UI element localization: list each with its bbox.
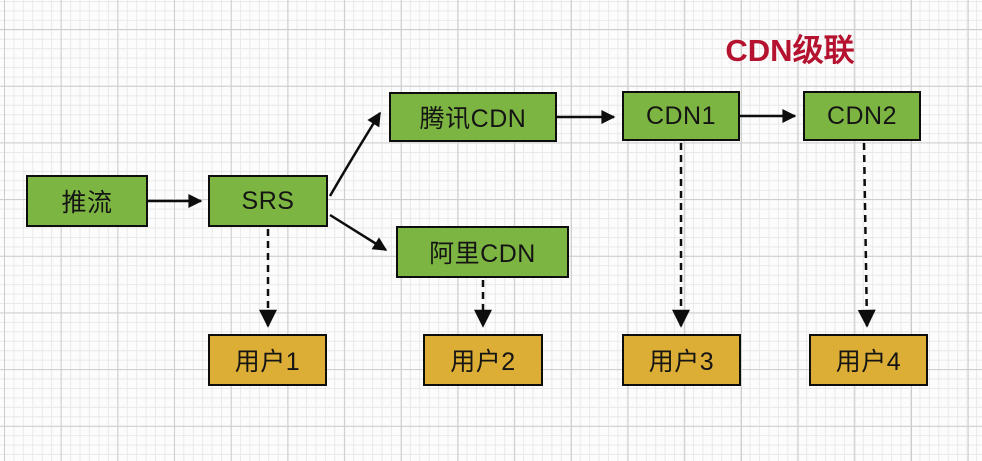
node-srs-label: SRS	[241, 186, 295, 215]
node-cdn1: CDN1	[622, 91, 740, 141]
node-cdn1-label: CDN1	[645, 101, 717, 130]
node-srs: SRS	[208, 175, 328, 227]
node-cdn2-label: CDN2	[826, 101, 898, 130]
node-user1: 用户1	[208, 334, 327, 386]
edge-cdn2-to-user4	[857, 142, 876, 328]
diagram-title: CDN级联	[725, 33, 855, 68]
node-user2: 用户2	[423, 334, 543, 386]
node-ali-cdn-label: 阿里CDN	[429, 240, 536, 268]
node-user4: 用户4	[809, 334, 928, 386]
node-user1-label: 用户1	[234, 348, 301, 376]
edge-srs-to-tencent-cdn	[328, 111, 382, 197]
node-user4-label: 用户4	[835, 348, 902, 376]
node-push-stream-label: 推流	[61, 189, 113, 217]
node-user3-label: 用户3	[648, 348, 715, 376]
node-ali-cdn: 阿里CDN	[396, 226, 569, 278]
node-tencent-cdn: 腾讯CDN	[389, 92, 557, 142]
node-push-stream: 推流	[26, 175, 148, 227]
node-cdn2: CDN2	[803, 91, 921, 141]
edge-srs-to-ali-cdn	[329, 213, 388, 252]
node-user3: 用户3	[622, 334, 741, 386]
node-user2-label: 用户2	[450, 348, 516, 376]
node-tencent-cdn-label: 腾讯CDN	[419, 105, 527, 133]
